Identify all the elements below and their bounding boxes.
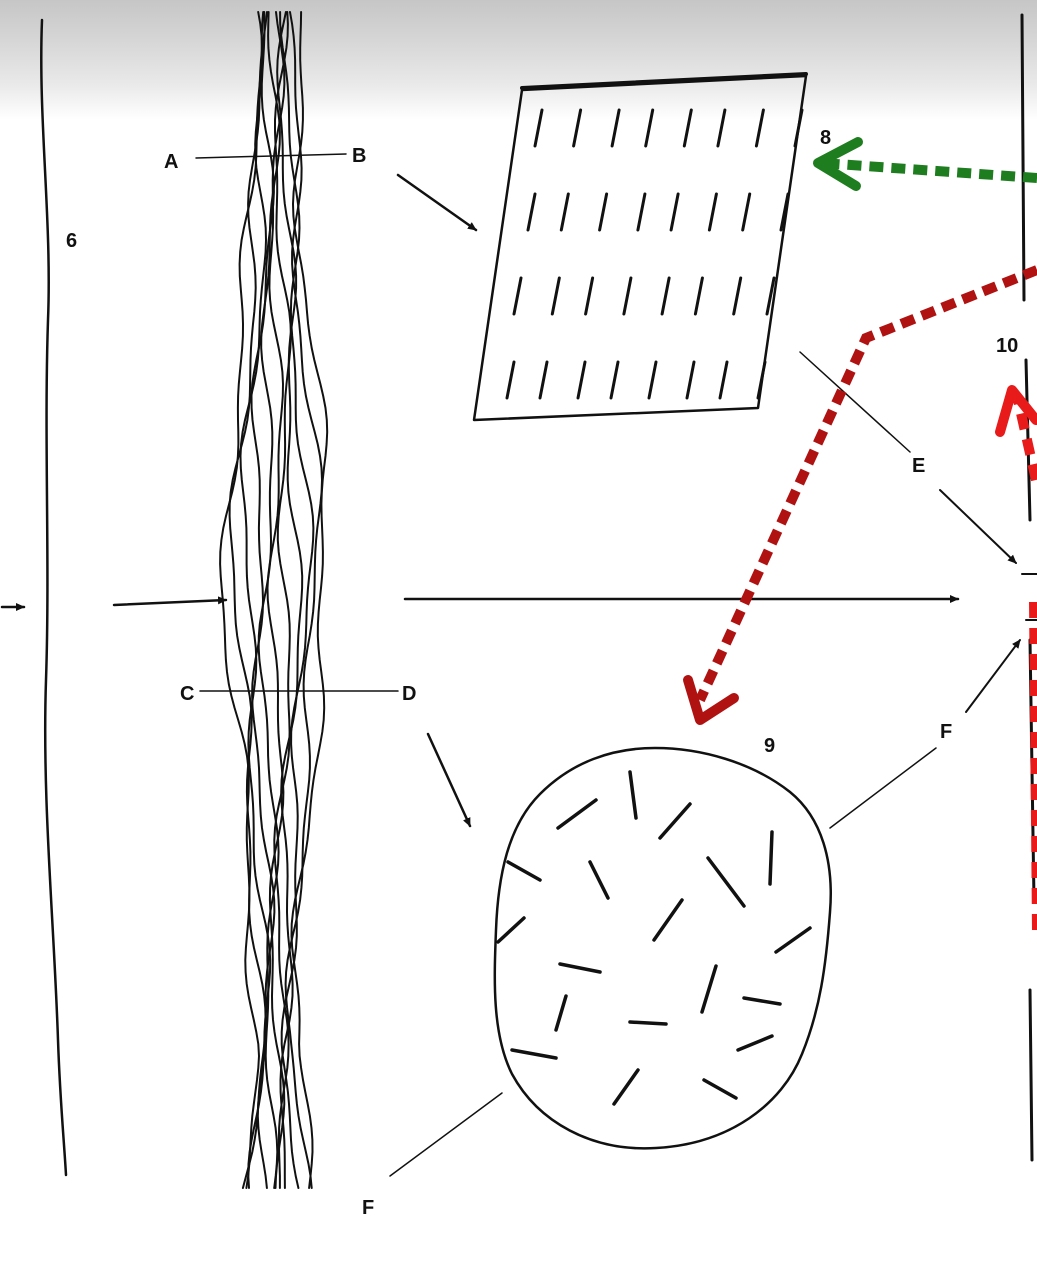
- parallel-fiber-stroke: [612, 110, 619, 146]
- parallel-fiber-strokes: [507, 110, 802, 398]
- dark-red-arrowhead: [688, 680, 734, 720]
- arrow-into-bundle: [114, 600, 226, 605]
- parallel-fiber-stroke: [795, 110, 802, 146]
- fiber-strand: [292, 12, 328, 1188]
- cross-fiber-stroke: [744, 998, 780, 1004]
- cross-fiber-stroke: [660, 804, 690, 838]
- label-b: B: [352, 145, 366, 167]
- parallel-fiber-stroke: [671, 194, 678, 230]
- dark-red-dashed-arrow: [700, 270, 1037, 700]
- label-d: D: [402, 683, 416, 705]
- parallel-fiber-stroke: [646, 110, 653, 146]
- cross-fiber-stroke: [498, 918, 524, 942]
- cross-fiber-stroke: [738, 1036, 772, 1050]
- cross-fiber-stroke: [508, 862, 540, 880]
- parallel-fiber-stroke: [649, 362, 656, 398]
- red-arrowhead: [1000, 390, 1036, 432]
- parallel-fiber-stroke: [552, 278, 559, 314]
- parallel-fiber-stroke: [535, 110, 542, 146]
- parallel-fiber-stroke: [586, 278, 593, 314]
- parallel-fiber-stroke: [561, 194, 568, 230]
- fiber-strand: [252, 12, 275, 1188]
- label-figure-8: 8: [820, 127, 831, 149]
- cross-section-fiber-strokes: [498, 772, 810, 1104]
- label-figure-10: 10: [996, 335, 1018, 357]
- figure-10-frame-edge: [1022, 15, 1034, 1160]
- cross-fiber-stroke: [770, 832, 772, 884]
- label-c: C: [180, 683, 194, 705]
- green-dashed-arrow: [822, 163, 1037, 178]
- parallel-fiber-stroke: [600, 194, 607, 230]
- cross-fiber-stroke: [614, 1070, 638, 1104]
- parallel-section-outline: [474, 76, 806, 420]
- parallel-fiber-stroke: [578, 362, 585, 398]
- parallel-fiber-stroke: [540, 362, 547, 398]
- single-fiber-line: [41, 20, 66, 1175]
- parallel-fiber-stroke: [684, 110, 691, 146]
- leader-line-f-lower: [390, 1093, 502, 1176]
- parallel-fiber-stroke: [574, 110, 581, 146]
- parallel-fiber-stroke: [662, 278, 669, 314]
- label-figure-9: 9: [764, 735, 775, 757]
- cross-fiber-stroke: [630, 772, 636, 818]
- fiber-strand: [268, 12, 285, 1188]
- parallel-fiber-stroke: [507, 362, 514, 398]
- parallel-fiber-stroke: [624, 278, 631, 314]
- cross-fiber-stroke: [556, 996, 566, 1030]
- parallel-fiber-stroke: [687, 362, 694, 398]
- parallel-fiber-stroke: [756, 110, 763, 146]
- label-figure-6: 6: [66, 230, 77, 252]
- parallel-fiber-stroke: [611, 362, 618, 398]
- cross-fiber-stroke: [558, 800, 596, 828]
- parallel-fiber-stroke: [718, 110, 725, 146]
- parallel-fiber-stroke: [695, 278, 702, 314]
- cross-fiber-stroke: [708, 858, 744, 906]
- arrow-f-to-figure-10: [966, 640, 1020, 712]
- label-a: A: [164, 151, 178, 173]
- parallel-fiber-stroke: [734, 278, 741, 314]
- fiber-bundle: [220, 12, 327, 1188]
- parallel-fiber-stroke: [638, 194, 645, 230]
- cross-fiber-stroke: [704, 1080, 736, 1098]
- cross-fiber-stroke: [560, 964, 600, 972]
- cross-fiber-stroke: [702, 966, 716, 1012]
- parallel-fiber-stroke: [528, 194, 535, 230]
- arrow-cd-to-figure-9: [428, 734, 470, 826]
- parallel-fiber-stroke: [720, 362, 727, 398]
- parallel-fiber-stroke: [743, 194, 750, 230]
- parallel-fiber-stroke: [514, 278, 521, 314]
- label-f-upper: F: [940, 721, 952, 743]
- cross-fiber-stroke: [630, 1022, 666, 1024]
- cross-fiber-stroke: [654, 900, 682, 940]
- parallel-fiber-stroke: [758, 362, 765, 398]
- leader-line-f-upper: [830, 748, 936, 828]
- arrow-e-to-figure-10: [940, 490, 1016, 563]
- label-f-lower: F: [362, 1197, 374, 1219]
- label-e: E: [912, 455, 925, 477]
- arrow-ab-to-figure-8: [398, 175, 476, 230]
- parallel-section-top-edge: [522, 74, 806, 88]
- parallel-fiber-stroke: [709, 194, 716, 230]
- cross-fiber-stroke: [512, 1050, 556, 1058]
- cross-fiber-stroke: [590, 862, 608, 898]
- cross-fiber-stroke: [776, 928, 810, 952]
